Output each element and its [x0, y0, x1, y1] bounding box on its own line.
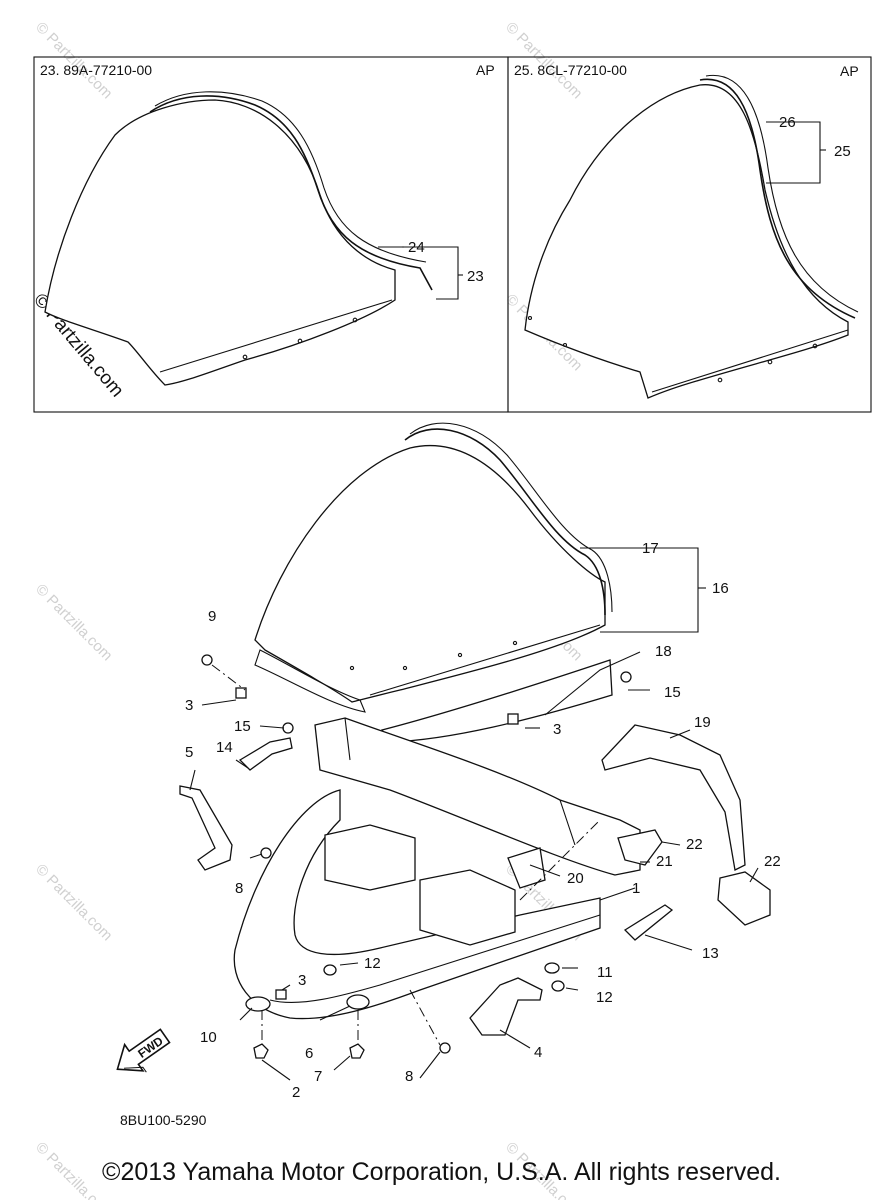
callout-15: 15 [664, 684, 681, 701]
windshield-25 [524, 74, 859, 399]
callout-22: 22 [764, 853, 781, 870]
callout-12: 12 [596, 989, 613, 1006]
callout-17: 17 [642, 540, 659, 557]
callout-5: 5 [185, 744, 193, 761]
callout-23: 23 [467, 268, 484, 285]
callout-2: 2 [292, 1084, 300, 1101]
left-panel-part-number: 23. 89A-77210-00 [40, 62, 152, 78]
diagram-code: 8BU100-5290 [120, 1112, 207, 1128]
callout-3: 3 [553, 721, 561, 738]
callout-9: 9 [208, 608, 216, 625]
right-panel-tag: AP [840, 63, 859, 79]
windshield-23 [44, 91, 463, 386]
callout-20: 20 [567, 870, 584, 887]
callout-15: 15 [234, 718, 251, 735]
callout-26: 26 [779, 114, 796, 131]
callout-21: 21 [656, 853, 673, 870]
windshield-16 [254, 422, 706, 703]
alternate-windshield-panels: 23. 89A-77210-00 AP 25. 8CL-77210-00 AP … [33, 56, 872, 413]
callout-6: 6 [305, 1045, 313, 1062]
callout-3: 3 [185, 697, 193, 714]
callout-1: 1 [632, 880, 640, 897]
callouts: 1 2 3 3 3 4 5 6 7 8 8 9 10 11 12 12 13 1… [185, 608, 781, 1101]
copyright-notice: ©2013 Yamaha Motor Corporation, U.S.A. A… [102, 1158, 781, 1186]
callout-24: 24 [408, 239, 425, 256]
callout-12: 12 [364, 955, 381, 972]
right-panel-part-number: 25. 8CL-77210-00 [514, 62, 627, 78]
callout-7: 7 [314, 1068, 322, 1085]
callout-25: 25 [834, 143, 851, 160]
watermark: © Partzilla.com [32, 19, 115, 102]
callout-8: 8 [235, 880, 243, 897]
callout-10: 10 [200, 1029, 217, 1046]
left-panel-tag: AP [476, 62, 495, 78]
callout-8: 8 [405, 1068, 413, 1085]
cowling-assembly [179, 649, 771, 1059]
callout-14: 14 [216, 739, 233, 756]
callout-11: 11 [597, 964, 613, 981]
callout-4: 4 [534, 1044, 542, 1061]
callout-19: 19 [694, 714, 711, 731]
callout-18: 18 [655, 643, 672, 660]
callout-3: 3 [298, 972, 306, 989]
fwd-arrow-icon: FWD [116, 1028, 171, 1073]
callout-13: 13 [702, 945, 719, 962]
watermark: © Partzilla.com [32, 581, 115, 664]
callout-22: 22 [686, 836, 703, 853]
callout-16: 16 [712, 580, 729, 597]
leader-lines [189, 651, 759, 1081]
watermark: © Partzilla.com [502, 19, 585, 102]
watermark: © Partzilla.com [32, 861, 115, 944]
